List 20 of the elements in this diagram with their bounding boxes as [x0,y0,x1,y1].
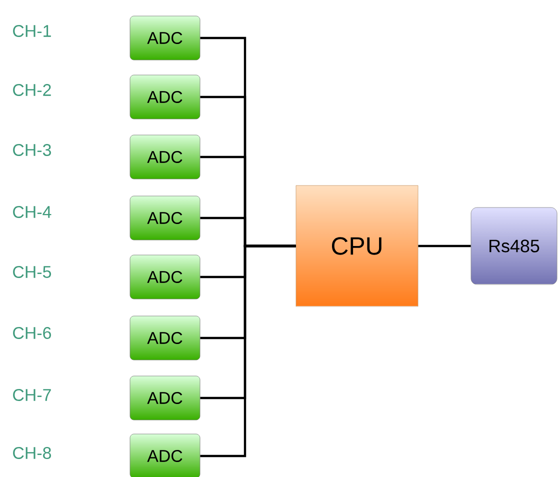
connector-line [200,244,296,458]
channel-label: CH-3 [13,144,51,156]
adc-box: ADC [130,434,200,477]
channel-label: CH-4 [13,206,52,218]
channel-label: CH-7 [13,389,51,401]
cpu-box: CPU [296,185,418,307]
adc-box: ADC [130,316,200,360]
connector-line [418,244,471,248]
adc-box: ADC [130,74,200,120]
adc-box: ADC [130,16,200,60]
adc-box: ADC [130,376,200,420]
channel-label: CH-8 [13,447,51,459]
channel-label: CH-5 [13,266,51,278]
channel-label: CH-6 [13,327,51,339]
adc-box: ADC [130,196,200,240]
channel-label: CH-1 [13,25,51,37]
adc-box: ADC [130,134,200,180]
channel-label: CH-2 [13,84,51,96]
rs485-box: Rs485 [470,207,558,285]
adc-box: ADC [130,254,200,300]
